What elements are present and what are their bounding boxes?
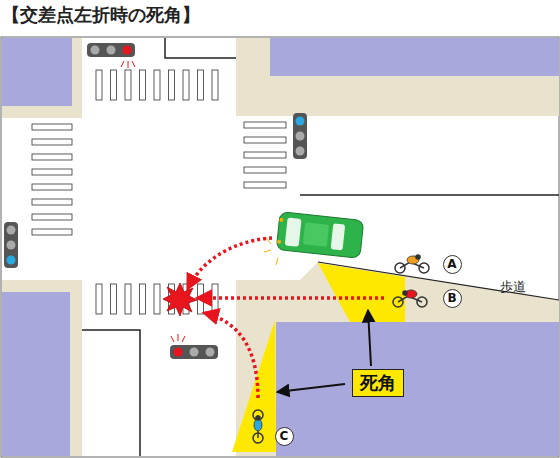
building-block: [2, 292, 70, 456]
sidewalk: [2, 280, 82, 456]
building-block: [270, 38, 559, 76]
sidewalk: [2, 38, 82, 118]
blind-spot-label: 死角: [352, 369, 404, 397]
collision-burst: [163, 283, 197, 316]
node-text: A: [447, 258, 456, 270]
area-label: 歩道: [500, 278, 526, 296]
callout-letter: B: [443, 289, 462, 308]
traffic-light: [170, 334, 218, 359]
path-arrow: [188, 238, 272, 288]
node-text: C: [280, 430, 289, 442]
sidewalk: [236, 38, 559, 116]
bicycle: [393, 290, 427, 307]
title: 【交差点左折時の死角】: [2, 3, 200, 27]
curb-line: [82, 330, 140, 456]
sidewalk: [236, 262, 559, 456]
bicycle: [395, 254, 429, 273]
callout-letter: A: [443, 255, 462, 274]
path-arrow: [205, 313, 258, 398]
traffic-light: [293, 113, 307, 159]
blind-spot-zone: [232, 320, 276, 452]
node-text: 死角: [360, 374, 396, 392]
blind-spot-zone: [318, 263, 405, 322]
lane-edge-line: [300, 194, 559, 196]
car: [276, 212, 364, 259]
callout-letter: C: [275, 427, 294, 446]
building-block: [276, 322, 559, 456]
curb-line: [165, 38, 236, 58]
traffic-light: [87, 43, 135, 68]
leader-arrow: [368, 310, 371, 366]
path-arrow: [198, 296, 384, 300]
leader-arrow: [277, 384, 345, 392]
map-frame: [1, 37, 559, 457]
traffic-light: [4, 222, 18, 268]
building-block: [2, 38, 72, 106]
crosswalks: [32, 70, 286, 314]
bicycle: [253, 410, 263, 443]
node-text: B: [447, 292, 456, 304]
